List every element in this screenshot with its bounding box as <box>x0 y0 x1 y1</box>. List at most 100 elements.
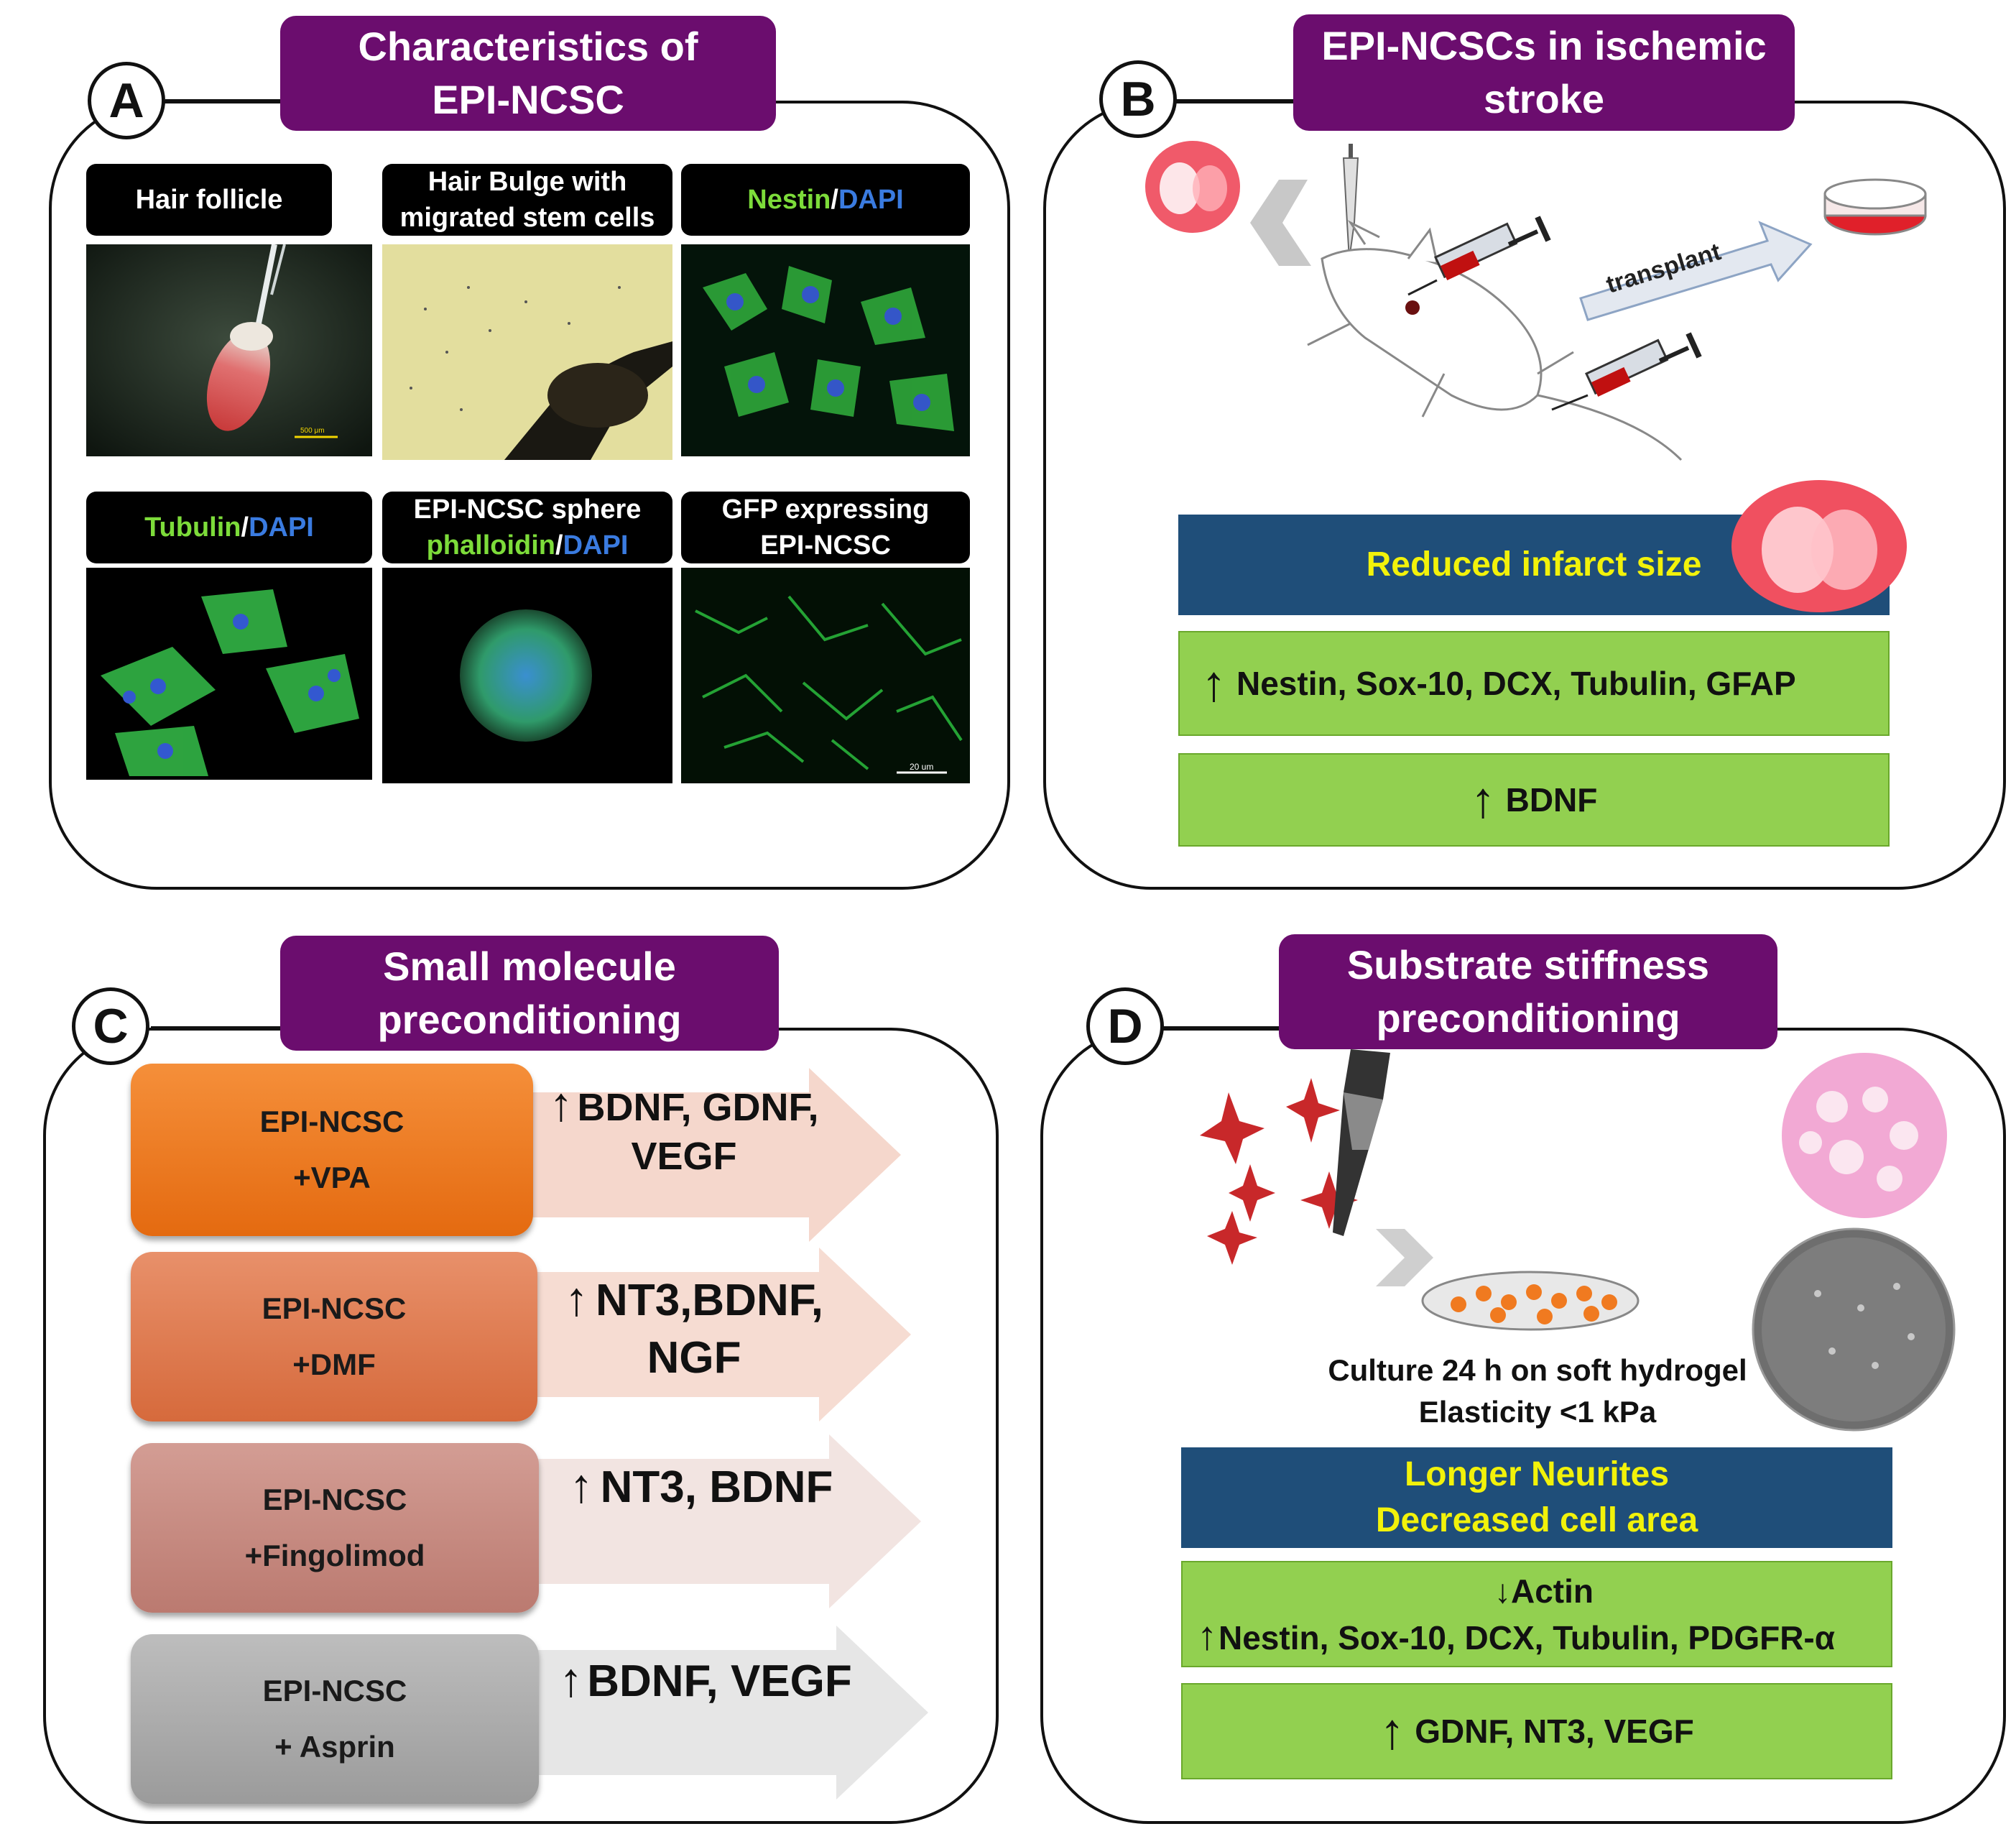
longer-neurites-line1: Longer Neurites <box>1404 1455 1670 1493</box>
effect-asprin: ↑BDNF, VEGF <box>547 1653 864 1710</box>
panel-d-illustration <box>1200 1049 1956 1432</box>
stain-slash: / <box>831 185 838 215</box>
panel-a-label: A <box>88 62 165 139</box>
treatment-box-asprin: EPI-NCSC + Asprin <box>131 1634 539 1804</box>
transplant-arrow-icon: transplant <box>1579 221 1813 321</box>
reduced-infarct-text: Reduced infarct size <box>1366 545 1702 584</box>
treatment-box-vpa: EPI-NCSC +VPA <box>131 1064 533 1236</box>
longer-neurites-bar: Longer Neurites Decreased cell area <box>1181 1447 1892 1548</box>
treatment-vpa-line1: EPI-NCSC <box>259 1105 404 1138</box>
panel-b-markers-bar-2: ↑ BDNF <box>1178 753 1890 847</box>
panel-a-title-line2: EPI-NCSC <box>432 77 624 122</box>
brain-result-icon <box>1731 480 1907 612</box>
panel-d-markers-bar-2: ↑ GDNF, NT3, VEGF <box>1181 1683 1892 1779</box>
up-arrow-icon-c1: ↑ <box>549 1077 573 1130</box>
up-arrow-icon: ↑ <box>1201 655 1226 711</box>
image-tubulin-dapi <box>86 568 372 780</box>
micrograph-image <box>1752 1227 1956 1432</box>
panel-c-label: C <box>72 987 149 1065</box>
stain-slash-2: / <box>241 512 249 543</box>
effect-dmf-line1: NT3,BDNF, <box>596 1276 823 1325</box>
pipette-tip-icon <box>1333 1049 1390 1236</box>
cells-icon <box>1200 1078 1358 1265</box>
treatment-fingolimod-line1: EPI-NCSC <box>262 1483 407 1516</box>
panel-b-title-line1: EPI-NCSCs in ischemic <box>1321 23 1767 68</box>
rat-icon <box>1307 220 1683 461</box>
up-arrow-icon-d2: ↑ <box>1379 1703 1405 1759</box>
up-arrow-icon-d1: ↑ <box>1197 1612 1217 1658</box>
panel-c-title-line1: Small molecule <box>383 944 676 989</box>
panel-b-title-line2: stroke <box>1483 76 1605 121</box>
effect-vpa-line1: BDNF, GDNF, <box>577 1086 819 1129</box>
actin-marker: ↓Actin <box>1494 1572 1594 1610</box>
rat-eye-icon <box>1405 300 1420 315</box>
panel-d-markers-2: GDNF, NT3, VEGF <box>1415 1713 1694 1750</box>
hydrogel-dish-icon <box>1421 1271 1640 1331</box>
pipette-icon <box>1342 144 1359 259</box>
stain-tubulin: Tubulin <box>144 512 241 543</box>
effect-arrow-3 <box>535 1434 921 1608</box>
panel-b-connector <box>1171 99 1293 101</box>
panel-b-illustration: transplant <box>1145 141 1927 461</box>
panel-c-title: Small molecule preconditioning <box>280 936 779 1051</box>
panel-b-label: B <box>1099 60 1177 138</box>
hydrogel-caption-line2: Elasticity <1 kPa <box>1418 1395 1657 1429</box>
panel-a-title-line1: Characteristics of <box>358 24 698 69</box>
histology-image <box>1782 1053 1947 1218</box>
up-arrow-icon-c4: ↑ <box>559 1653 583 1706</box>
panel-a-title: Characteristics of EPI-NCSC <box>280 16 776 131</box>
treatment-box-dmf: EPI-NCSC +DMF <box>131 1252 537 1421</box>
panel-d-label: D <box>1086 987 1164 1065</box>
longer-neurites-line2: Decreased cell area <box>1375 1501 1698 1539</box>
header-hair-bulge-line1: Hair Bulge with <box>427 167 627 197</box>
treatment-asprin-line1: EPI-NCSC <box>262 1674 407 1708</box>
header-gfp-line2: EPI-NCSC <box>760 530 891 561</box>
effect-vpa-line2: VEGF <box>631 1135 737 1178</box>
panel-d-title-line1: Substrate stiffness <box>1346 942 1710 987</box>
scale-bar-500um: 500 μm <box>300 427 325 435</box>
stain-phalloidin: phalloidin <box>426 530 556 561</box>
effect-asprin-line1: BDNF, VEGF <box>587 1656 852 1706</box>
header-hair-bulge-line2: migrated stem cells <box>399 203 655 233</box>
image-hair-bulge <box>382 244 672 460</box>
hydrogel-caption: Culture 24 h on soft hydrogel Elasticity… <box>1286 1350 1789 1433</box>
header-hair-bulge: Hair Bulge with migrated stem cells <box>382 164 672 236</box>
chevron-right-icon <box>1376 1229 1433 1286</box>
syringe-icon-1 <box>1407 216 1551 296</box>
effect-fingolimod: ↑NT3, BDNF <box>550 1459 852 1516</box>
header-hair-follicle-text: Hair follicle <box>135 185 283 215</box>
treatment-fingolimod-line2: +Fingolimod <box>244 1539 425 1572</box>
up-arrow-icon-2: ↑ <box>1470 772 1496 828</box>
effect-fingolimod-line1: NT3, BDNF <box>600 1462 833 1512</box>
effect-vpa: ↑BDNF, GDNF, VEGF <box>540 1077 828 1181</box>
image-hair-follicle: 500 μm <box>86 244 372 456</box>
stain-dapi: DAPI <box>838 185 904 215</box>
image-gfp: 20 um <box>681 568 970 783</box>
panel-a-connector <box>165 99 280 101</box>
panel-b-markers-bar-1: ↑ Nestin, Sox-10, DCX, Tubulin, GFAP <box>1178 631 1890 736</box>
stain-nestin: Nestin <box>747 185 831 215</box>
brain-slice-icon <box>1145 141 1240 233</box>
header-sphere: EPI-NCSC sphere phalloidin/DAPI <box>382 492 672 563</box>
hydrogel-caption-line1: Culture 24 h on soft hydrogel <box>1328 1353 1747 1387</box>
gray-arrow-icon <box>1250 180 1311 266</box>
panel-b-markers-2: BDNF <box>1505 781 1598 819</box>
header-tubulin-dapi: Tubulin/DAPI <box>86 492 372 563</box>
panel-b-markers-1: Nestin, Sox-10, DCX, Tubulin, GFAP <box>1236 665 1796 702</box>
header-gfp-line1: GFP expressing <box>721 494 930 525</box>
panel-c-title-line2: preconditioning <box>377 997 682 1042</box>
treatment-box-fingolimod: EPI-NCSC +Fingolimod <box>131 1443 539 1613</box>
treatment-asprin-line2: + Asprin <box>274 1730 395 1764</box>
effect-dmf: ↑NT3,BDNF, NGF <box>543 1272 845 1387</box>
up-arrow-icon-c3: ↑ <box>569 1459 593 1512</box>
effect-arrow-2 <box>532 1248 911 1421</box>
treatment-dmf-line1: EPI-NCSC <box>262 1291 407 1325</box>
panel-d-title-line2: preconditioning <box>1376 995 1680 1041</box>
effect-arrow-4 <box>535 1626 928 1800</box>
stain-dapi-2: DAPI <box>249 512 314 543</box>
syringe-icon-2 <box>1551 332 1702 411</box>
image-nestin-dapi <box>681 244 970 456</box>
header-nestin-dapi: Nestin/DAPI <box>681 164 970 236</box>
panel-b-title: EPI-NCSCs in ischemic stroke <box>1293 14 1795 131</box>
panel-d-markers-bar-1: ↓Actin ↑Nestin, Sox-10, DCX, Tubulin, PD… <box>1181 1561 1892 1667</box>
